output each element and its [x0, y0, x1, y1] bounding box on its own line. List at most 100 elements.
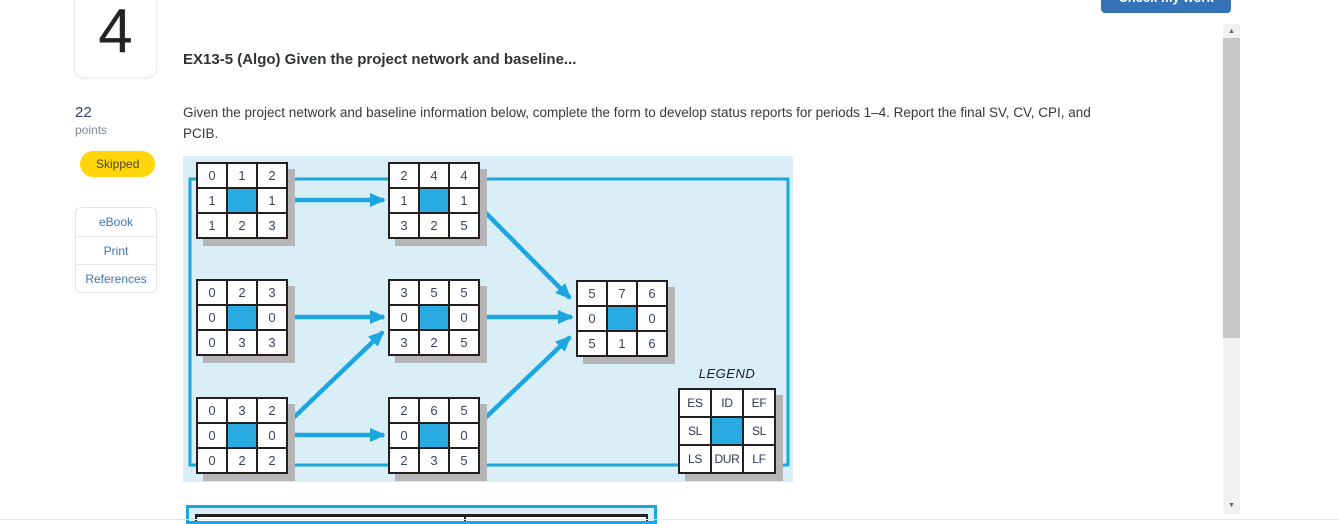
node-cell: 2	[227, 448, 257, 473]
node-cell: 0	[257, 423, 287, 448]
dependency-arrow-4-7	[477, 204, 572, 300]
node-center-cell	[227, 423, 257, 448]
node-cell: 2	[389, 398, 419, 423]
node-cell: 5	[577, 331, 607, 356]
node-center-cell	[419, 188, 449, 213]
node-cell: 1	[389, 188, 419, 213]
node-cell: 0	[197, 423, 227, 448]
node-cell: 1	[197, 188, 227, 213]
node-cell: 2	[227, 280, 257, 305]
node-cell: SL	[679, 417, 711, 445]
node-cell: 0	[197, 448, 227, 473]
node-cell: ES	[679, 389, 711, 417]
sidebar-link-print[interactable]: Print	[76, 236, 156, 264]
node-cell: 0	[389, 423, 419, 448]
network-canvas	[188, 177, 790, 467]
node-cell: 1	[449, 188, 479, 213]
node-cell: 1	[607, 331, 637, 356]
scroll-down-icon[interactable]: ▼	[1228, 501, 1235, 509]
scrollbar-track[interactable]: ▲ ▼	[1223, 24, 1240, 514]
node-cell: 2	[227, 213, 257, 238]
node-cell: 3	[257, 330, 287, 355]
network-border-frame	[188, 177, 790, 467]
node-cell: 3	[227, 398, 257, 423]
node-center-cell	[607, 306, 637, 331]
node-cell: 0	[389, 305, 419, 330]
node-cell: 2	[389, 163, 419, 188]
question-number-card: 4	[74, 0, 157, 78]
node-cell: 0	[197, 305, 227, 330]
node-center-cell	[419, 423, 449, 448]
viewport-bottom-divider	[0, 519, 1339, 520]
scrollbar-thumb[interactable]	[1223, 38, 1240, 338]
node-cell: 4	[449, 163, 479, 188]
node-cell: 0	[637, 306, 667, 331]
node-cell: 3	[389, 213, 419, 238]
node-cell: 5	[449, 448, 479, 473]
sidebar-link-ebook[interactable]: eBook	[98, 215, 134, 229]
check-my-work-button[interactable]: Check my work	[1101, 0, 1231, 13]
node-cell: 1	[257, 188, 287, 213]
node-cell: 5	[449, 398, 479, 423]
points-value: 22	[75, 104, 92, 121]
node-cell: 4	[419, 163, 449, 188]
node-cell: SL	[743, 417, 775, 445]
node-cell: ID	[711, 389, 743, 417]
dependency-arrow-3-5	[284, 330, 385, 427]
node-cell: 7	[607, 281, 637, 306]
node-cell: 0	[197, 330, 227, 355]
status-badge: Skipped	[80, 151, 156, 177]
node-cell: 0	[577, 306, 607, 331]
node-cell: DUR	[711, 445, 743, 473]
node-cell: 3	[389, 280, 419, 305]
question-number: 4	[98, 0, 133, 66]
dependency-arrow-6-7	[478, 335, 572, 425]
node-cell: 3	[227, 330, 257, 355]
node-cell: 1	[197, 213, 227, 238]
node-cell: 2	[389, 448, 419, 473]
node-cell: 5	[419, 280, 449, 305]
node-cell: 1	[227, 163, 257, 188]
node-cell: 0	[449, 423, 479, 448]
node-cell: 2	[419, 330, 449, 355]
page-title: EX13-5 (Algo) Given the project network …	[183, 51, 577, 68]
node-cell: 5	[449, 330, 479, 355]
legend-title: LEGEND	[698, 366, 756, 381]
question-instructions: Given the project network and baseline i…	[183, 105, 1091, 141]
points-label: points	[75, 123, 108, 137]
points-block: 22 points	[75, 104, 107, 137]
node-cell: 2	[257, 398, 287, 423]
node-cell: 6	[637, 281, 667, 306]
node-center-cell	[419, 305, 449, 330]
node-cell: 2	[419, 213, 449, 238]
sidebar-link-references[interactable]: References	[76, 264, 156, 292]
node-cell: 3	[389, 330, 419, 355]
baseline-table-border	[195, 514, 648, 521]
scroll-up-icon[interactable]: ▲	[1228, 27, 1235, 35]
node-cell: EF	[743, 389, 775, 417]
node-cell: 3	[419, 448, 449, 473]
baseline-table-preview	[186, 505, 657, 524]
sidebar-links: eBook Print References	[75, 207, 157, 293]
node-cell: 6	[419, 398, 449, 423]
node-cell: LF	[743, 445, 775, 473]
node-cell: 6	[637, 331, 667, 356]
node-cell: 0	[197, 398, 227, 423]
baseline-table-column-divider	[464, 514, 466, 521]
node-cell: 5	[449, 280, 479, 305]
node-cell: 0	[197, 280, 227, 305]
node-cell: 2	[257, 448, 287, 473]
node-center-cell	[227, 188, 257, 213]
node-cell: 0	[197, 163, 227, 188]
node-cell: 3	[257, 213, 287, 238]
node-cell: 2	[257, 163, 287, 188]
